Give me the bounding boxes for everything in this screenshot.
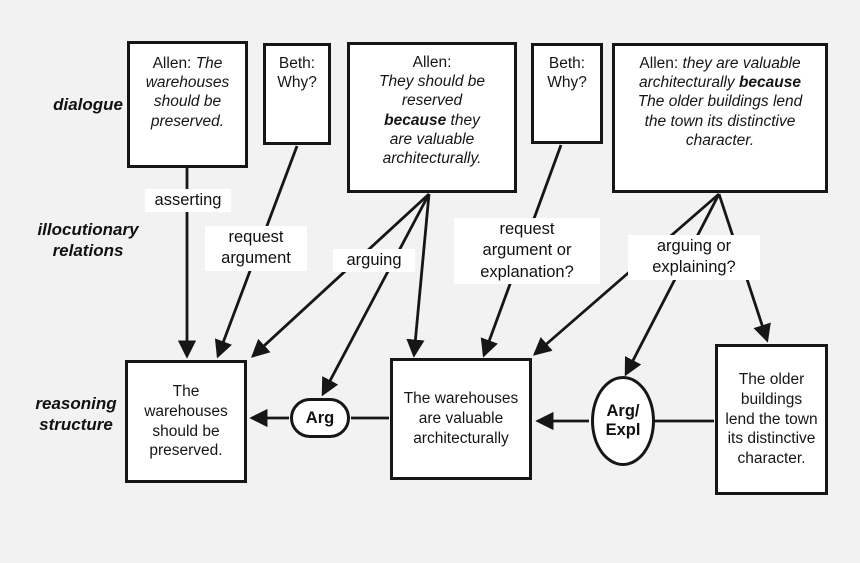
dialogue-box-allen-1: Allen: The warehouses should be preserve…	[127, 41, 248, 168]
relation-label-arguing: arguing	[333, 249, 415, 273]
relation-label-request-argument: request argument	[205, 226, 307, 271]
utterance-text: Beth: Why?	[547, 55, 587, 92]
arrow-arguing-to-arg-connector	[321, 193, 431, 397]
utterance-text: They should be reserved	[379, 73, 485, 110]
reasoning-text: The warehouses should be preserved.	[144, 382, 228, 460]
arrow-arguing-to-preserved-box	[250, 192, 430, 358]
dialogue-box-allen-3: Allen: they are valuable architecturally…	[612, 43, 828, 193]
arrow-allen3-to-argexpl-connector	[624, 193, 721, 377]
speaker-text: Allen:	[152, 55, 196, 72]
connector-arg-expl: Arg/ Expl	[591, 376, 655, 466]
connector-arg: Arg	[290, 398, 350, 438]
speaker-text: Allen:	[639, 55, 683, 72]
relation-label-asserting: asserting	[145, 189, 231, 213]
utterance-text: The older buildings lend the town its di…	[637, 93, 803, 149]
reasoning-text: The older buildings lend the town its di…	[725, 370, 818, 468]
because-marker-text: because	[738, 74, 801, 92]
arrow-allen2-to-valuable-box	[406, 193, 431, 358]
reasoning-box-valuable-architecturally: The warehouses are valuable architectura…	[390, 358, 532, 480]
relation-label-request-argument-or-explanation: request argument or explanation?	[454, 218, 600, 285]
relation-label-arguing-or-explaining: arguing or explaining?	[628, 235, 760, 280]
because-marker-text: because	[384, 111, 447, 129]
utterance-text: they are valuable architecturally	[639, 55, 801, 92]
speaker-text: Allen:	[412, 54, 452, 71]
utterance-text: The warehouses should be preserved.	[145, 55, 230, 130]
utterance-text: they are valuable architecturally.	[382, 111, 482, 168]
dialogue-box-beth-1: Beth: Why?	[263, 43, 331, 145]
arrow-allen3-to-valuable-box	[532, 192, 720, 356]
utterance-text: Beth: Why?	[277, 55, 317, 92]
dialogue-box-beth-2: Beth: Why?	[531, 43, 603, 144]
reasoning-text: The warehouses are valuable architectura…	[403, 390, 519, 447]
row-label-dialogue: dialogue	[53, 95, 123, 114]
dialogue-box-allen-2: Allen: They should be reserved because th…	[347, 42, 517, 193]
row-label-reasoning-structure: reasoning structure	[35, 394, 117, 434]
reasoning-box-warehouses-preserved: The warehouses should be preserved.	[125, 360, 247, 483]
row-label-illocutionary-relations: illocutionary relations	[37, 220, 139, 260]
reasoning-box-older-buildings: The older buildings lend the town its di…	[715, 344, 828, 495]
